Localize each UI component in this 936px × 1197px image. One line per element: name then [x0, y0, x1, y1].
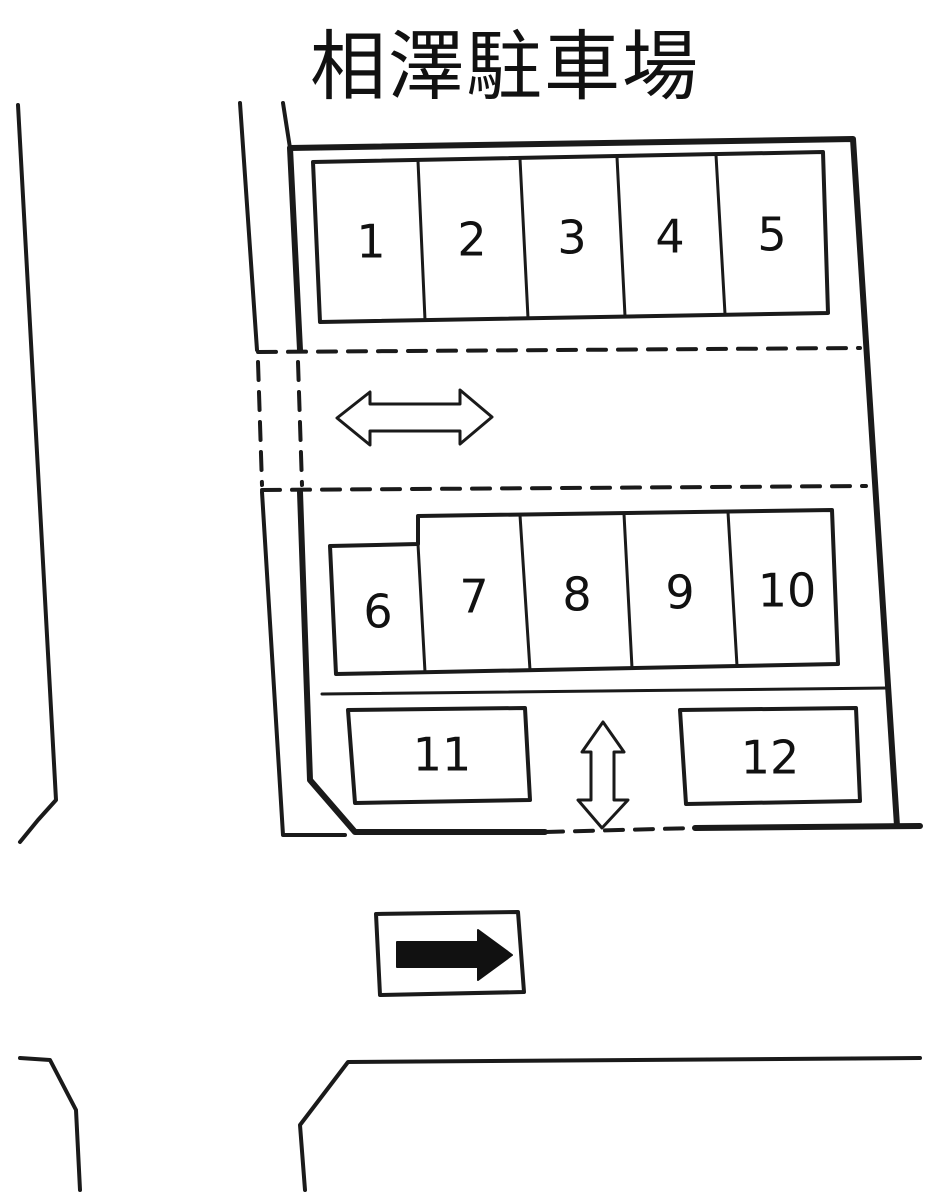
left-road-edge	[16, 103, 58, 844]
space-7: 7	[459, 570, 488, 624]
entrance-dashes	[256, 346, 868, 834]
space-row-top	[311, 150, 830, 324]
right-arrow-icon	[396, 929, 513, 981]
space-5: 5	[757, 208, 786, 262]
lot-boundary	[287, 136, 923, 835]
space-6: 6	[363, 585, 392, 639]
row-divider	[320, 686, 890, 696]
space-11: 11	[413, 728, 472, 782]
space-4: 4	[655, 210, 684, 264]
space-10: 10	[758, 564, 817, 618]
side-street-line	[238, 101, 347, 837]
space-12: 12	[741, 731, 800, 785]
page-title: 相澤駐車場	[310, 22, 700, 111]
double-vertical-arrow-icon	[576, 720, 630, 830]
space-3: 3	[557, 211, 586, 265]
space-row-middle	[328, 508, 840, 676]
space-8: 8	[562, 568, 591, 622]
space-1: 1	[356, 215, 385, 269]
space-9: 9	[665, 566, 694, 620]
space-12-box	[678, 706, 862, 806]
direction-sign	[374, 910, 526, 997]
lower-road-edges	[18, 1056, 922, 1192]
space-2: 2	[457, 213, 486, 267]
double-horizontal-arrow-icon	[335, 388, 494, 447]
space-11-box	[346, 706, 532, 805]
